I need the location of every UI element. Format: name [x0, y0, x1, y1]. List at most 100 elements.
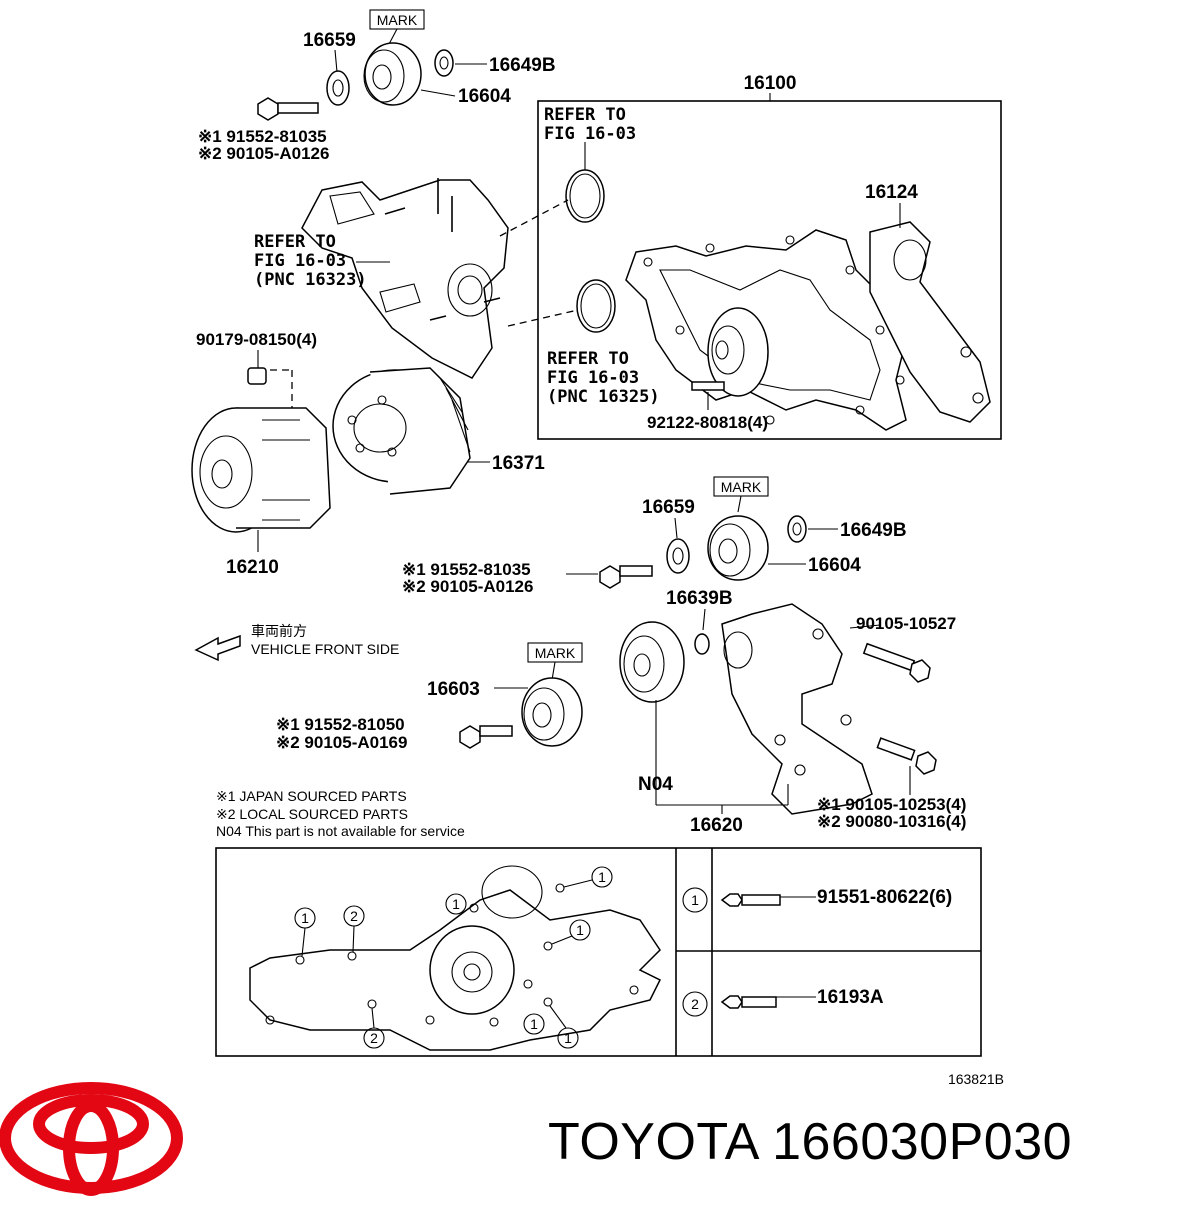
box-16100 [537, 100, 1002, 440]
washer-16659-mid [666, 538, 690, 574]
toyota-logo [0, 1082, 183, 1196]
label-16210: 16210 [226, 557, 279, 578]
legend: ※1 JAPAN SOURCED PARTS ※2 LOCAL SOURCED … [216, 788, 465, 839]
mid-idler-group: MARK 16659 16604 16649B ※1 91552-81035 ※… [402, 476, 907, 596]
callout-1c [591, 866, 613, 888]
bolt-90105-10253 [876, 737, 916, 761]
washer-16639b [694, 633, 710, 655]
legend-n04: N04 This part is not available for servi… [216, 823, 465, 839]
bolt-low [459, 725, 481, 749]
label-16620: 16620 [690, 815, 743, 836]
callout-1f [557, 1027, 579, 1049]
svg-text:1: 1 [691, 892, 699, 908]
callout-1d [569, 919, 591, 941]
label-92122: 92122-80818(4) [647, 413, 768, 432]
mark-label-top: MARK [377, 12, 418, 28]
gasket-16124 [869, 221, 991, 423]
table-part-1: 91551-80622(6) [817, 887, 952, 908]
arrow-left-icon [194, 634, 241, 662]
label-n04: N04 [638, 774, 673, 795]
vehicle-front-en: VEHICLE FRONT SIDE [251, 641, 399, 657]
idler-pulley-16603 [521, 677, 583, 747]
low-idler-group: MARK 16603 ※1 91552-81050 ※2 90105-A0169 [276, 642, 583, 752]
svg-text:1: 1 [301, 910, 309, 926]
tensioner-bracket [721, 603, 873, 815]
svg-text:1: 1 [452, 896, 460, 912]
bolt-16193a [720, 995, 743, 1009]
pump-pulley-hub [707, 307, 769, 397]
svg-text:1: 1 [598, 869, 606, 885]
label-16659-top: 16659 [303, 30, 356, 51]
bolt-top-1: ※1 91552-81035 [198, 127, 327, 146]
label-16639b: 16639B [666, 588, 733, 609]
pump-housing [625, 229, 907, 431]
washer-16649b-top [434, 49, 454, 77]
bolt-91551 [720, 893, 743, 907]
water-inlet-housing: REFER TO FIG 16-03 (PNC 16323) [254, 178, 509, 379]
stud-92122 [691, 381, 725, 391]
washer-16659-top [326, 70, 350, 106]
bolt-mid [599, 565, 621, 589]
bolt-top [257, 97, 279, 121]
legend-japan: ※1 JAPAN SOURCED PARTS [216, 788, 407, 804]
callout-1b [445, 893, 467, 915]
vehicle-front-indicator: 車両前方 VEHICLE FRONT SIDE [194, 623, 399, 662]
svg-text:2: 2 [370, 1030, 378, 1046]
svg-text:1: 1 [530, 1016, 538, 1032]
svg-text:2: 2 [350, 908, 358, 924]
callout-1e [523, 1013, 545, 1035]
label-16371: 16371 [492, 453, 545, 474]
water-pump-assy-16100: 16100 REFER TO FIG 16-03 REFER TO FIG 16… [499, 73, 1002, 440]
bolt-low-1: ※1 91552-81050 [276, 715, 405, 734]
bolt-right-2: ※2 90080-10316(4) [817, 812, 966, 831]
nut-90179 [247, 367, 267, 385]
table-callout-1 [682, 887, 708, 913]
bolt-top-2: ※2 90105-A0126 [198, 144, 329, 163]
svg-text:1: 1 [564, 1030, 572, 1046]
label-16100: 16100 [744, 73, 797, 94]
brand-part-number: TOYOTA 166030P030 [548, 1113, 1073, 1171]
refer3-c: (PNC 16325) [547, 387, 660, 407]
label-16604-top: 16604 [458, 86, 511, 107]
table-callout-2 [682, 991, 708, 1017]
table-part-2: 16193A [817, 987, 884, 1008]
refer2-c: (PNC 16323) [254, 270, 367, 290]
label-16603: 16603 [427, 679, 480, 700]
refer2-a: REFER TO [254, 232, 336, 252]
idler-pulley-16604-top [364, 42, 422, 106]
mark-label-low: MARK [535, 645, 576, 661]
label-90179: 90179-08150(4) [196, 330, 317, 349]
label-90105-10527: 90105-10527 [856, 614, 956, 633]
tensioner-pulley [619, 621, 685, 703]
refer3-a: REFER TO [547, 349, 629, 369]
figure-id: 163821B [948, 1071, 1004, 1087]
refer3-b: FIG 16-03 [547, 368, 639, 388]
refer2-b: FIG 16-03 [254, 251, 346, 271]
bolt-right-1: ※1 90105-10253(4) [817, 795, 966, 814]
label-16604-mid: 16604 [808, 555, 861, 576]
bolt-table: 1 2 1 1 1 2 1 1 1 91551-80622(6) 2 16193… [215, 847, 982, 1057]
tensioner-group: 16639B 90105-10527 ※1 90105-10253(4) ※2 … [619, 588, 966, 836]
o-ring-lower [576, 279, 616, 333]
washer-16649b-mid [787, 515, 807, 543]
legend-local: ※2 LOCAL SOURCED PARTS [216, 806, 408, 822]
bolt-mid-1: ※1 91552-81035 [402, 560, 531, 579]
mark-label-mid: MARK [721, 479, 762, 495]
top-idler-group: MARK 16659 16604 16649B ※1 91552-81035 ※… [198, 9, 556, 163]
svg-text:2: 2 [691, 996, 699, 1012]
refer1-a: REFER TO [544, 105, 626, 125]
bolt-low-2: ※2 90105-A0169 [276, 733, 407, 752]
fan-pulley-group: 90179-08150(4) 16210 16371 [191, 330, 545, 578]
vehicle-front-jp: 車両前方 [251, 623, 307, 639]
svg-text:1: 1 [576, 922, 584, 938]
bolt-90105-10527 [862, 642, 916, 672]
refer1-b: FIG 16-03 [544, 124, 636, 144]
idler-pulley-16604-mid [707, 515, 769, 581]
label-16649b-mid: 16649B [840, 520, 907, 541]
label-16649b-top: 16649B [489, 55, 556, 76]
bolt-mid-2: ※2 90105-A0126 [402, 577, 533, 596]
o-ring-upper [565, 169, 605, 223]
label-16124: 16124 [865, 182, 918, 203]
